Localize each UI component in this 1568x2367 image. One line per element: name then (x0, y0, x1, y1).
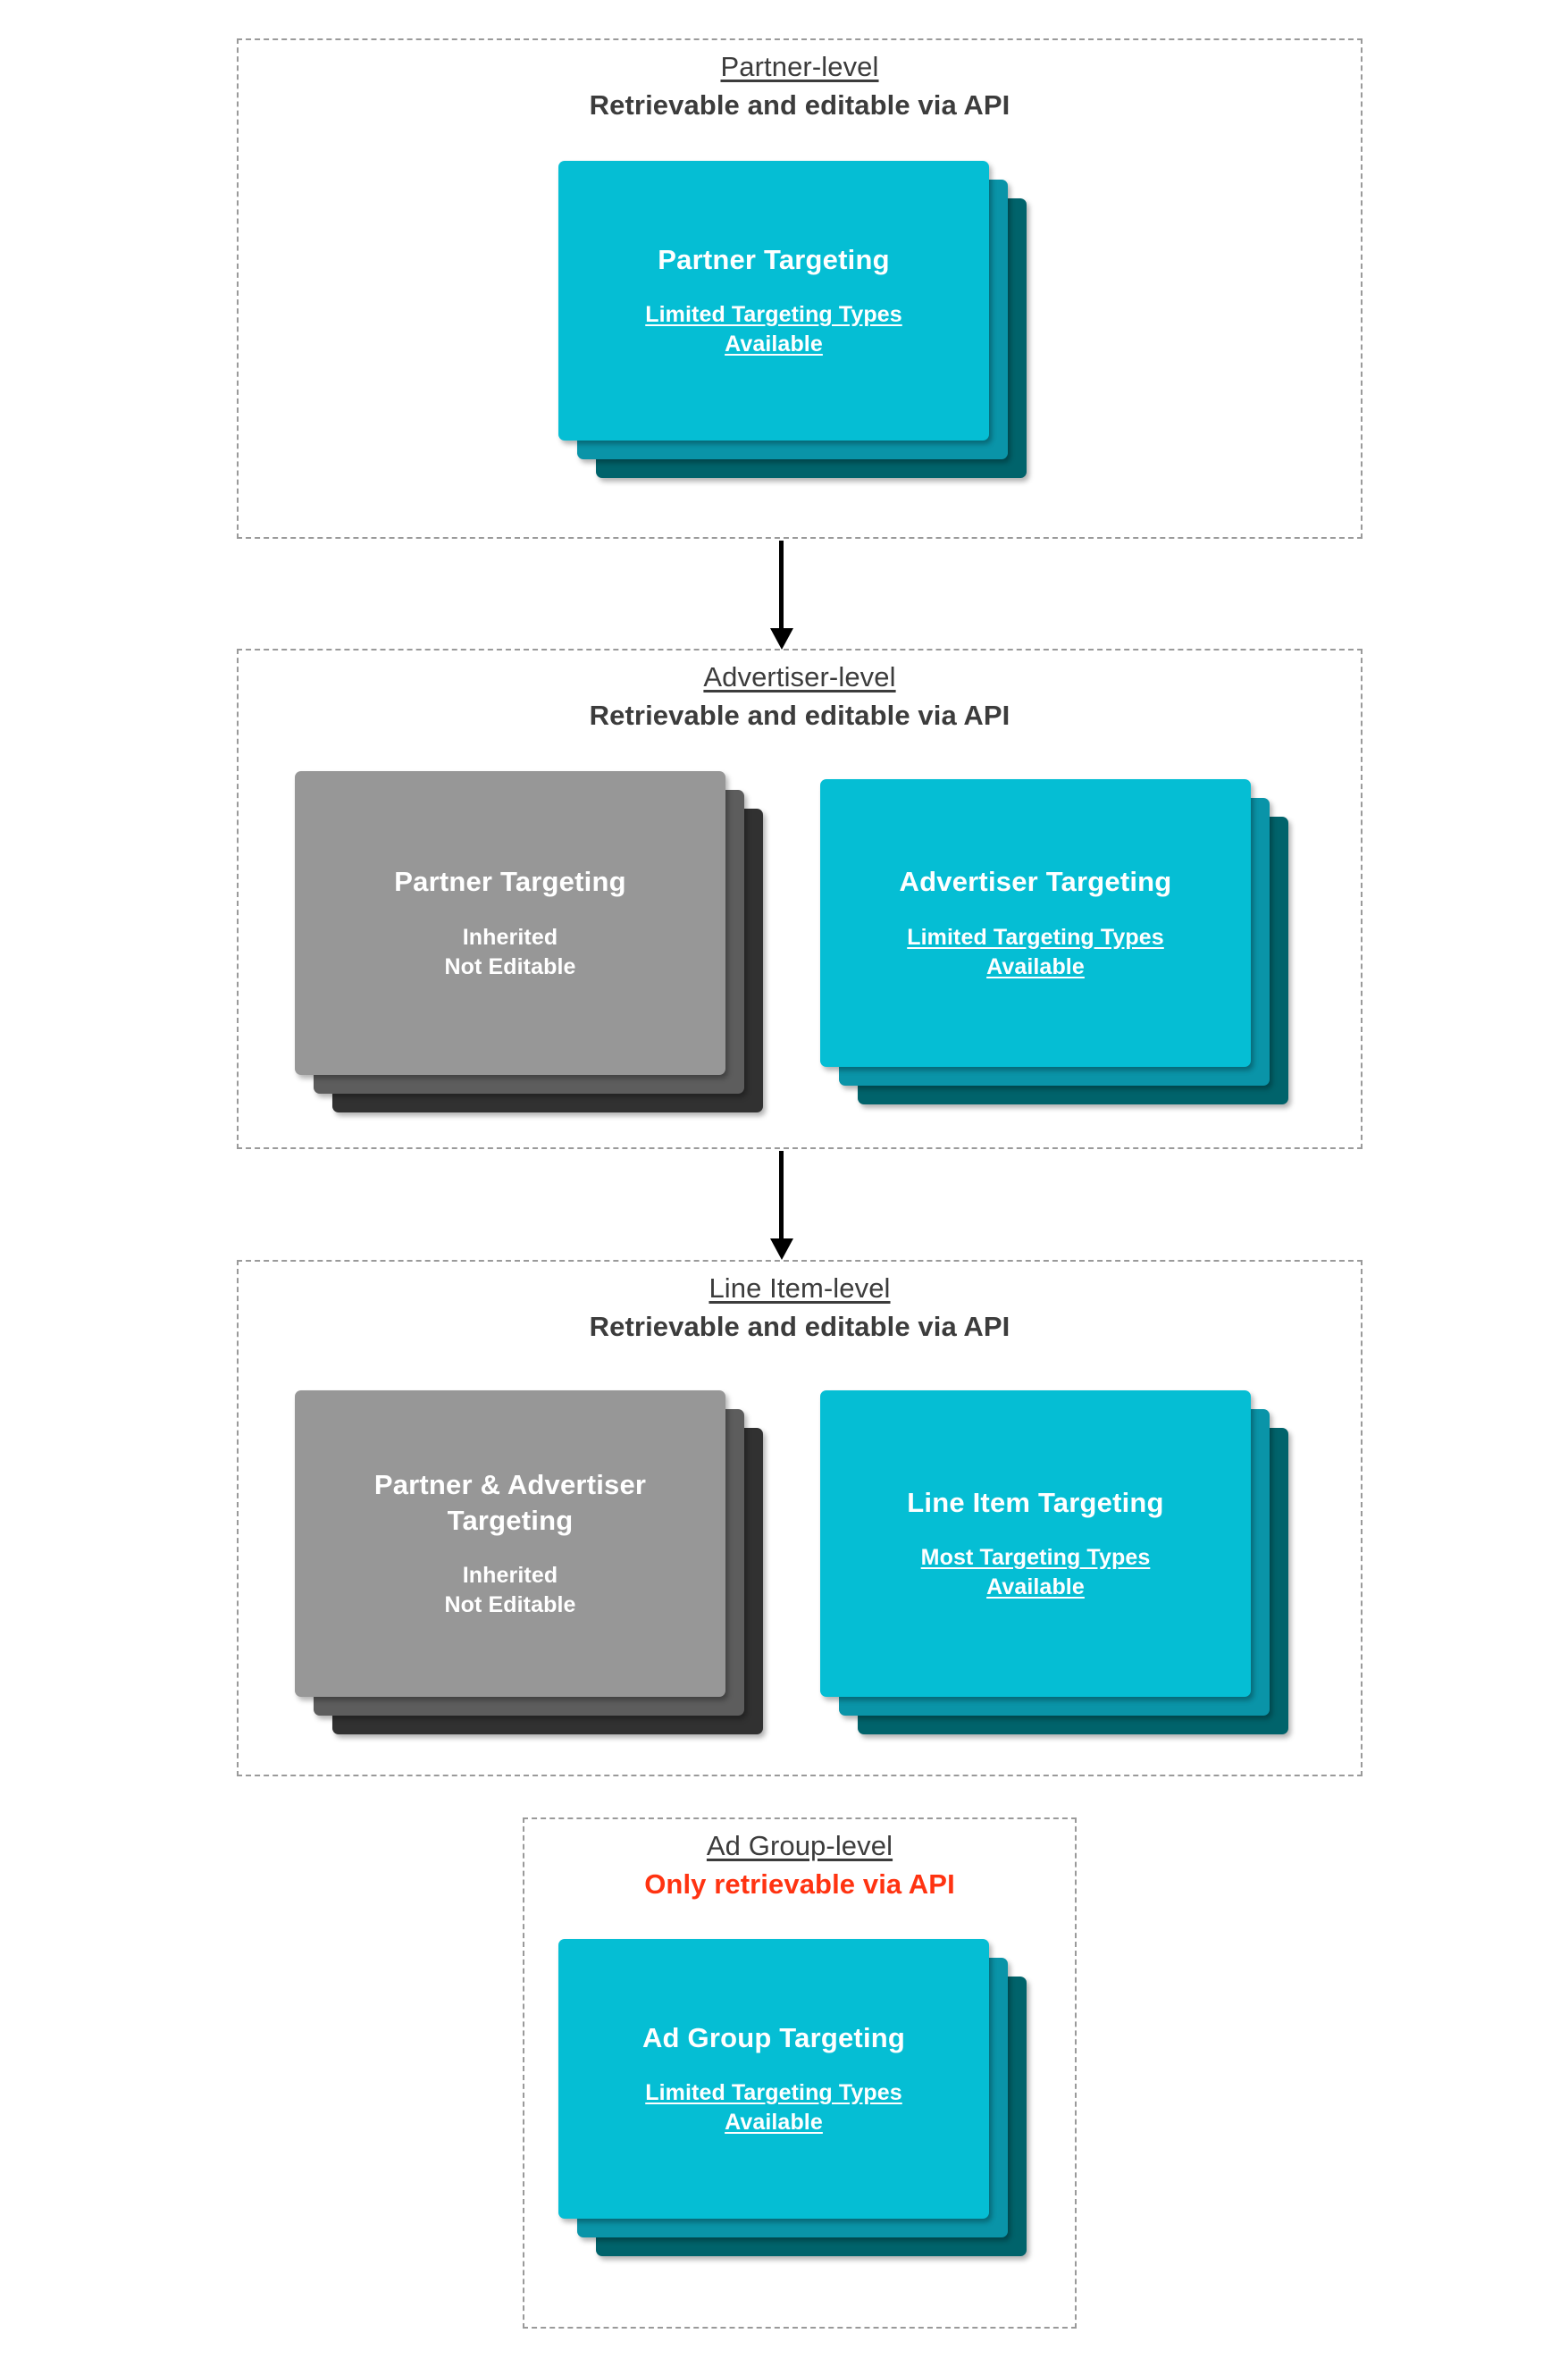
card-subtitle-line-1: Limited Targeting Types (645, 2080, 902, 2106)
card-content: Ad Group Targeting Limited Targeting Typ… (558, 1939, 989, 2219)
level-box-ad-group (523, 1817, 1077, 2329)
arrow-shaft (779, 541, 784, 630)
level-title-line-item: Line Item-level (709, 1272, 891, 1304)
level-subtitle-line-item: Retrievable and editable via API (589, 1310, 1010, 1342)
card-subtitle-line-1: Most Targeting Types (920, 1545, 1151, 1571)
card-stack-inherited-partner-advertiser-targeting[interactable]: Partner & Advertiser Targeting Inherited… (295, 1390, 777, 1757)
card-stack-ad-group-targeting[interactable]: Ad Group Targeting Limited Targeting Typ… (558, 1939, 1041, 2271)
level-subtitle-ad-group: Only retrievable via API (644, 1868, 955, 1900)
card-subtitle: Limited Targeting Types Available (645, 300, 902, 359)
card-layer-front[interactable]: Partner Targeting Limited Targeting Type… (558, 161, 989, 441)
card-layer-front[interactable]: Ad Group Targeting Limited Targeting Typ… (558, 1939, 989, 2219)
level-heading-ad-group: Ad Group-level Only retrievable via API (523, 1828, 1077, 1902)
arrow-shaft (779, 1151, 784, 1240)
card-subtitle-line-2: Not Editable (444, 1591, 576, 1617)
card-layer-front[interactable]: Line Item Targeting Most Targeting Types… (820, 1390, 1251, 1697)
card-subtitle: Limited Targeting Types Available (907, 923, 1164, 982)
arrow-head (770, 1238, 793, 1260)
arrow-head (770, 628, 793, 650)
card-subtitle-line-2: Not Editable (444, 953, 576, 979)
card-content: Line Item Targeting Most Targeting Types… (820, 1390, 1251, 1697)
card-subtitle-line-2: Available (725, 2110, 823, 2136)
card-subtitle: Most Targeting Types Available (921, 1543, 1151, 1602)
level-box-advertiser (237, 649, 1363, 1149)
level-title-advertiser: Advertiser-level (703, 661, 896, 692)
card-subtitle-line-1: Limited Targeting Types (907, 924, 1164, 950)
card-content: Partner & Advertiser Targeting Inherited… (295, 1390, 725, 1697)
level-box-line-item (237, 1260, 1363, 1776)
card-subtitle: Inherited Not Editable (444, 923, 575, 982)
level-title-partner: Partner-level (720, 51, 879, 82)
card-content: Partner Targeting Inherited Not Editable (295, 771, 725, 1075)
card-subtitle-line-2: Available (986, 953, 1085, 979)
level-heading-advertiser: Advertiser-level Retrievable and editabl… (237, 659, 1363, 734)
level-heading-line-item: Line Item-level Retrievable and editable… (237, 1271, 1363, 1345)
card-stack-line-item-targeting[interactable]: Line Item Targeting Most Targeting Types… (820, 1390, 1303, 1757)
card-stack-partner-targeting[interactable]: Partner Targeting Limited Targeting Type… (558, 161, 1041, 478)
arrow-partner-to-advertiser (764, 541, 800, 650)
level-subtitle-partner: Retrievable and editable via API (589, 88, 1010, 121)
card-subtitle: Inherited Not Editable (444, 1561, 575, 1620)
card-content: Partner Targeting Limited Targeting Type… (558, 161, 989, 441)
card-title: Partner Targeting (658, 243, 890, 275)
card-title: Line Item Targeting (907, 1486, 1164, 1518)
card-stack-inherited-partner-targeting[interactable]: Partner Targeting Inherited Not Editable (295, 771, 777, 1129)
card-stack-advertiser-targeting[interactable]: Advertiser Targeting Limited Targeting T… (820, 779, 1303, 1137)
card-title: Partner & Advertiser Targeting (373, 1469, 647, 1536)
card-title: Ad Group Targeting (641, 2021, 906, 2053)
card-subtitle-line-1: Inherited (462, 924, 558, 950)
card-title: Advertiser Targeting (899, 866, 1172, 898)
card-subtitle: Limited Targeting Types Available (645, 2078, 902, 2137)
card-content: Advertiser Targeting Limited Targeting T… (820, 779, 1251, 1067)
level-title-ad-group: Ad Group-level (706, 1830, 893, 1861)
card-subtitle-line-1: Inherited (462, 1562, 558, 1588)
card-layer-front[interactable]: Partner Targeting Inherited Not Editable (295, 771, 725, 1075)
level-subtitle-advertiser: Retrievable and editable via API (589, 699, 1010, 731)
level-box-partner (237, 38, 1363, 539)
arrow-advertiser-to-line-item (764, 1151, 800, 1260)
card-layer-front[interactable]: Advertiser Targeting Limited Targeting T… (820, 779, 1251, 1067)
card-layer-front[interactable]: Partner & Advertiser Targeting Inherited… (295, 1390, 725, 1697)
card-subtitle-line-2: Available (986, 1574, 1085, 1600)
level-heading-partner: Partner-level Retrievable and editable v… (237, 49, 1363, 123)
card-subtitle-line-1: Limited Targeting Types (645, 302, 902, 328)
card-subtitle-line-2: Available (725, 332, 823, 357)
card-title: Partner Targeting (394, 866, 626, 898)
